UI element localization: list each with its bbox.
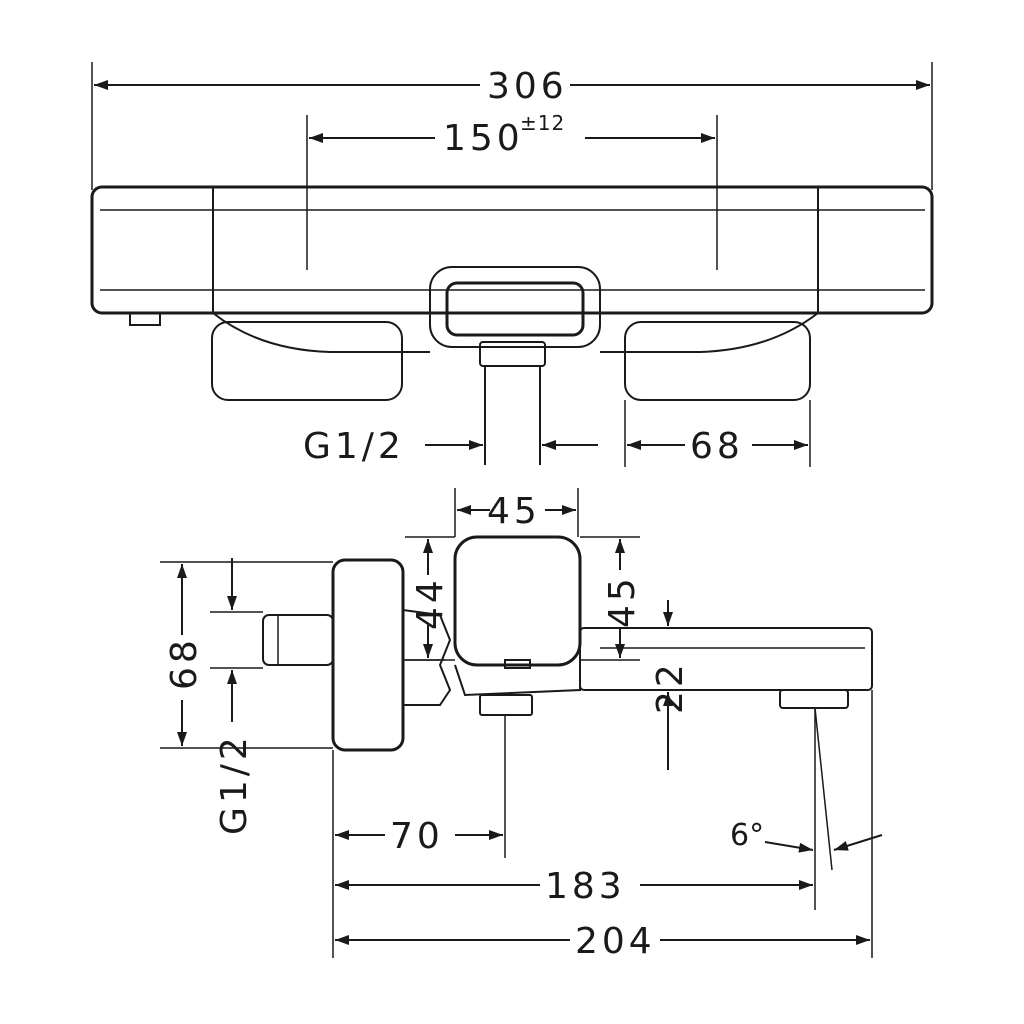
temperature-knob (453, 535, 582, 667)
left-handle (211, 321, 403, 401)
top-view: 306 150 ±12 G1/2 68 (90, 62, 934, 467)
spout (579, 627, 873, 691)
side-view: 68 G1/2 45 44 45 22 70 (160, 488, 883, 962)
dim-center-distance: 150 (443, 118, 524, 159)
dim-side-height: 68 (164, 636, 205, 690)
dim-center-tolerance: ±12 (520, 111, 565, 135)
inlet-connector (262, 614, 334, 666)
handle-disc (331, 558, 405, 752)
right-handle (624, 321, 811, 401)
dim-knob-height: 44 (410, 576, 451, 630)
dim-knob-width: 45 (487, 491, 541, 532)
dim-spout-height: 22 (650, 660, 691, 714)
dim-angle: 6° (730, 818, 764, 853)
aerator (779, 689, 849, 709)
dim-knob-offset: 45 (602, 574, 643, 628)
dim-top-thread: G1/2 (303, 426, 405, 467)
dim-side-thread: G1/2 (214, 733, 255, 835)
dim-depth-pipe: 70 (390, 816, 444, 857)
dim-total-depth: 204 (575, 921, 656, 962)
dim-handle-width: 68 (690, 426, 744, 467)
mixer-body (90, 185, 934, 315)
dim-depth-outlet: 183 (545, 866, 626, 907)
center-outlet (429, 266, 601, 348)
dim-overall-width: 306 (487, 66, 568, 107)
